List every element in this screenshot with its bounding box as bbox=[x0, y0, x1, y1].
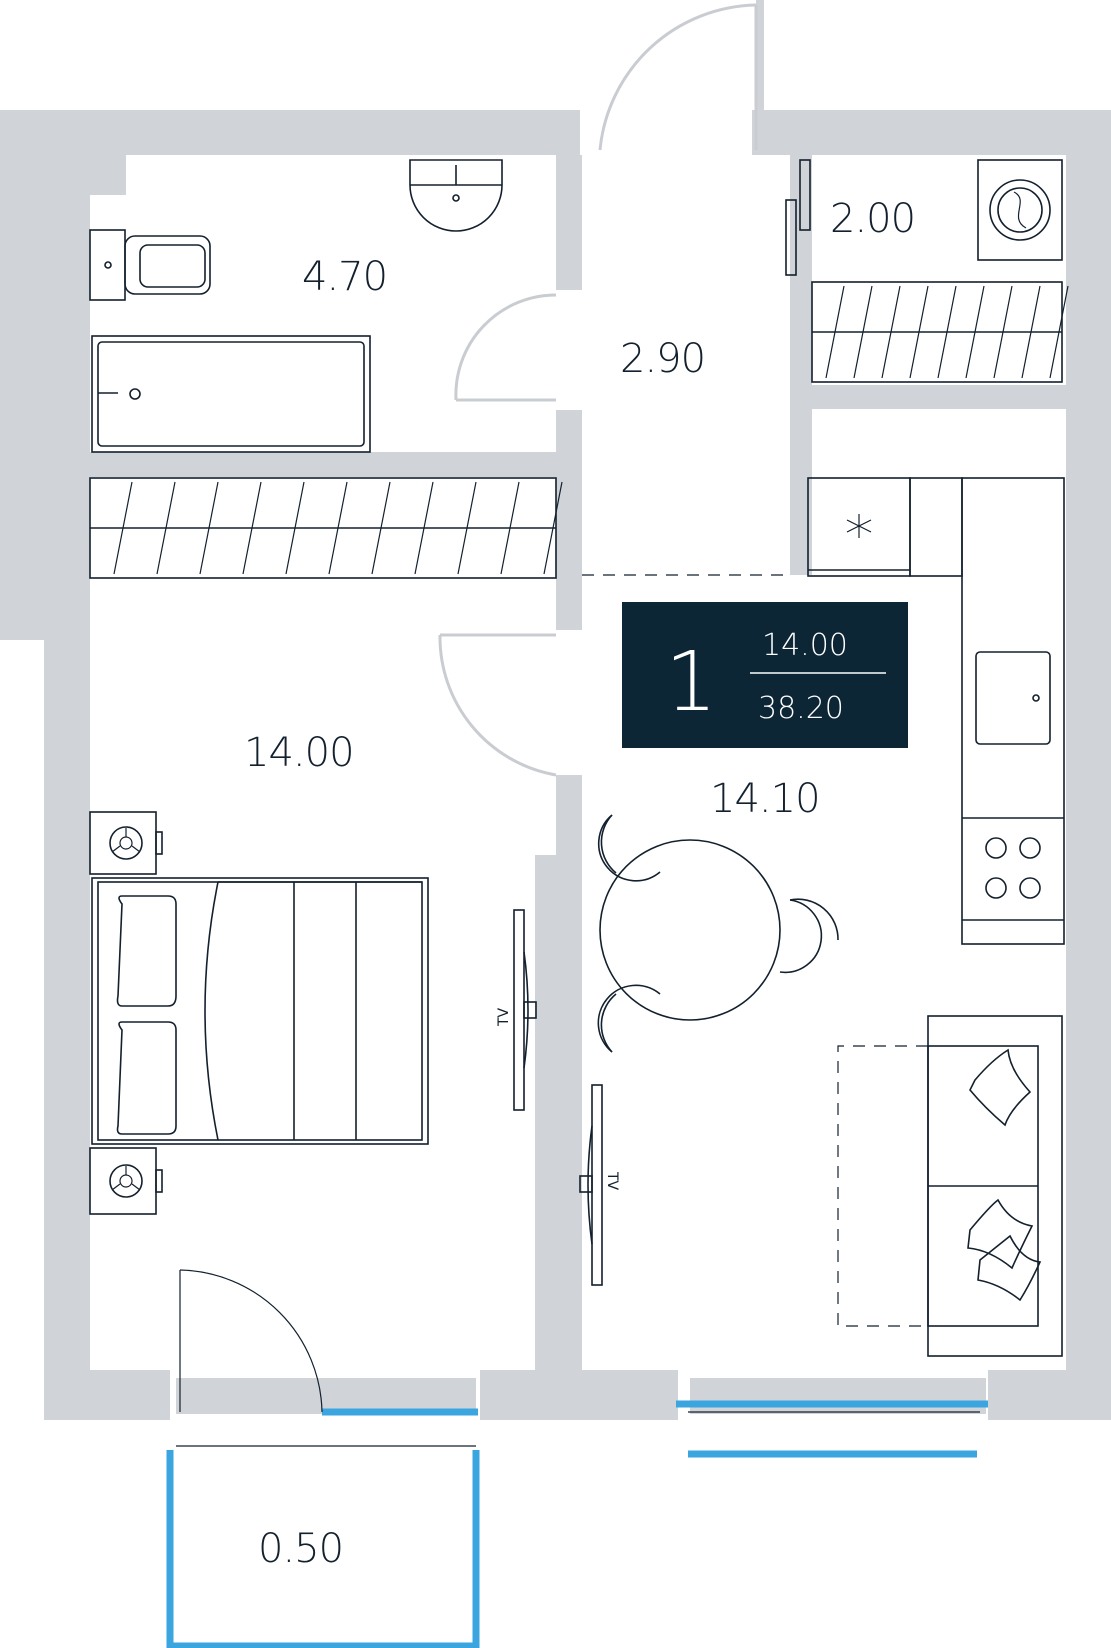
hatch-stroke bbox=[285, 481, 305, 575]
bed bbox=[89, 811, 429, 1215]
hatch-stroke bbox=[543, 481, 563, 575]
room-area-balcony: 0.50 bbox=[258, 1526, 343, 1572]
tv-bedroom bbox=[513, 909, 537, 1111]
hatch-stroke bbox=[156, 481, 176, 575]
hatch-stroke bbox=[500, 481, 520, 575]
tv-label-bedroom: TV bbox=[496, 1007, 512, 1027]
laundry-hatch bbox=[825, 285, 1069, 379]
room-area-laundry: 2.00 bbox=[830, 196, 915, 242]
walls bbox=[0, 0, 1111, 1420]
dining-table bbox=[597, 814, 839, 1053]
hatch-stroke bbox=[1021, 285, 1041, 379]
hatch-stroke bbox=[199, 481, 219, 575]
room-area-bathroom: 4.70 bbox=[302, 254, 387, 300]
hatch-stroke bbox=[909, 285, 929, 379]
hatch-stroke bbox=[328, 481, 348, 575]
hatch-stroke bbox=[853, 285, 873, 379]
tv-living bbox=[579, 1084, 603, 1286]
room-area-bedroom: 14.00 bbox=[244, 730, 354, 776]
hatch-stroke bbox=[993, 285, 1013, 379]
hatch-stroke bbox=[937, 285, 957, 379]
room-area-kitchen-living: 14.10 bbox=[710, 776, 820, 822]
sofa bbox=[837, 1015, 1063, 1357]
glazing bbox=[166, 1400, 988, 1648]
badge-room-count: 1 bbox=[665, 635, 717, 730]
wardrobe-hatch-1 bbox=[113, 481, 563, 575]
doors bbox=[179, 3, 758, 1413]
freezer-icon bbox=[846, 514, 872, 538]
hatch-stroke bbox=[113, 481, 133, 575]
hatch-stroke bbox=[965, 285, 985, 379]
badge-total-area: 38.20 bbox=[758, 691, 844, 726]
hatch-stroke bbox=[1049, 285, 1069, 379]
laundry-fixtures bbox=[785, 159, 1063, 383]
room-area-hallway: 2.90 bbox=[620, 336, 705, 382]
bathroom-fixtures bbox=[89, 159, 557, 579]
hatch-stroke bbox=[371, 481, 391, 575]
hatch-stroke bbox=[457, 481, 477, 575]
badge-background bbox=[622, 602, 908, 748]
hatch-stroke bbox=[414, 481, 434, 575]
tv-label-living: TV bbox=[604, 1171, 620, 1191]
hatch-stroke bbox=[825, 285, 845, 379]
hatch-stroke bbox=[881, 285, 901, 379]
hatch-stroke bbox=[242, 481, 262, 575]
apartment-badge: 1 14.00 38.20 bbox=[622, 602, 908, 748]
kitchen-fixtures bbox=[807, 477, 1065, 945]
badge-living-area: 14.00 bbox=[762, 628, 848, 663]
